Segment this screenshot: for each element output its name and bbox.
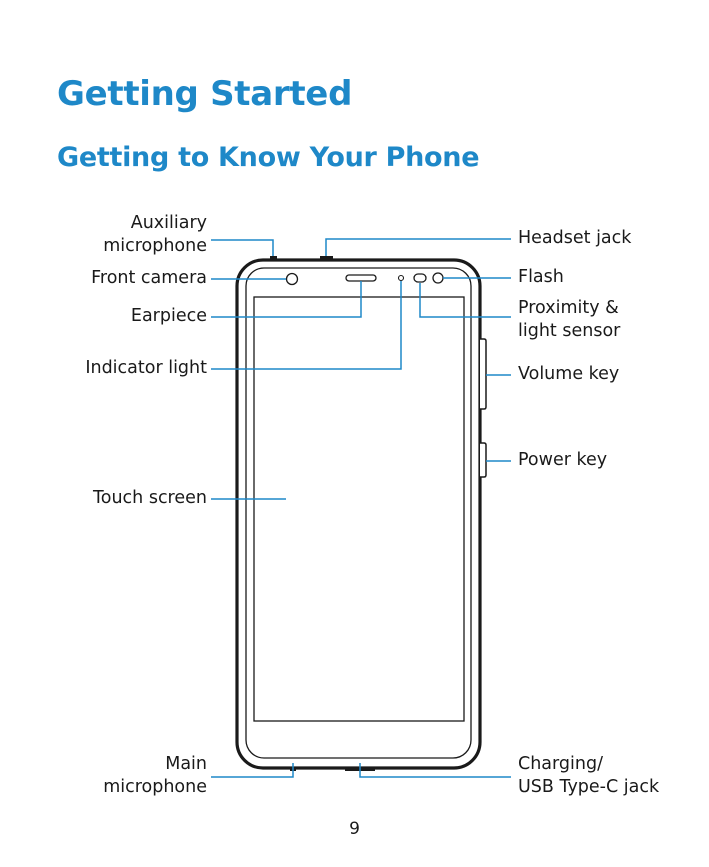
leader-headset-jack	[325, 238, 511, 256]
proximity-light-sensor	[413, 273, 427, 283]
earpiece-grille	[345, 274, 377, 282]
page-title: Getting Started	[57, 74, 353, 114]
leader-proximity-sensor	[419, 283, 511, 318]
label-charging-jack-line1: Charging/	[518, 754, 603, 774]
label-auxiliary-microphone-line2: microphone	[103, 236, 207, 256]
leader-lines	[211, 238, 511, 778]
label-flash: Flash	[518, 267, 564, 287]
volume-key	[480, 338, 487, 410]
flash	[432, 272, 444, 284]
label-earpiece: Earpiece	[130, 306, 207, 326]
label-main-microphone-line2: microphone	[103, 777, 207, 797]
label-volume-key: Volume key	[518, 364, 620, 384]
auxiliary-microphone-hole	[270, 256, 277, 259]
indicator-light	[397, 274, 405, 282]
label-proximity-sensor-line1: Proximity &	[518, 298, 619, 318]
label-charging-jack: Charging/ USB Type-C jack	[518, 753, 659, 799]
label-front-camera: Front camera	[91, 268, 207, 288]
label-main-microphone-line1: Main	[165, 754, 207, 774]
phone-body	[235, 258, 482, 770]
power-key	[480, 442, 487, 478]
label-proximity-sensor-line2: light sensor	[518, 321, 621, 341]
label-main-microphone: Main microphone	[103, 753, 207, 799]
phone-inner-frame	[245, 267, 472, 759]
label-auxiliary-microphone-line1: Auxiliary	[130, 213, 207, 233]
section-heading: Getting to Know Your Phone	[57, 142, 480, 173]
label-power-key: Power key	[518, 450, 608, 470]
front-camera	[285, 272, 299, 286]
leader-charging-jack	[359, 763, 511, 778]
label-charging-jack-line2: USB Type-C jack	[518, 777, 660, 797]
touch-screen	[253, 296, 465, 722]
label-headset-jack: Headset jack	[518, 228, 632, 248]
label-touch-screen: Touch screen	[93, 488, 207, 508]
label-auxiliary-microphone: Auxiliary microphone	[103, 212, 207, 258]
label-proximity-sensor: Proximity & light sensor	[518, 297, 620, 343]
leader-earpiece	[211, 281, 362, 318]
page-number: 9	[349, 819, 360, 839]
label-indicator-light: Indicator light	[85, 358, 207, 378]
leader-main-microphone	[211, 763, 294, 778]
leader-auxiliary-microphone	[211, 239, 274, 256]
headset-jack-opening	[320, 256, 333, 259]
leader-indicator-light	[211, 281, 402, 370]
